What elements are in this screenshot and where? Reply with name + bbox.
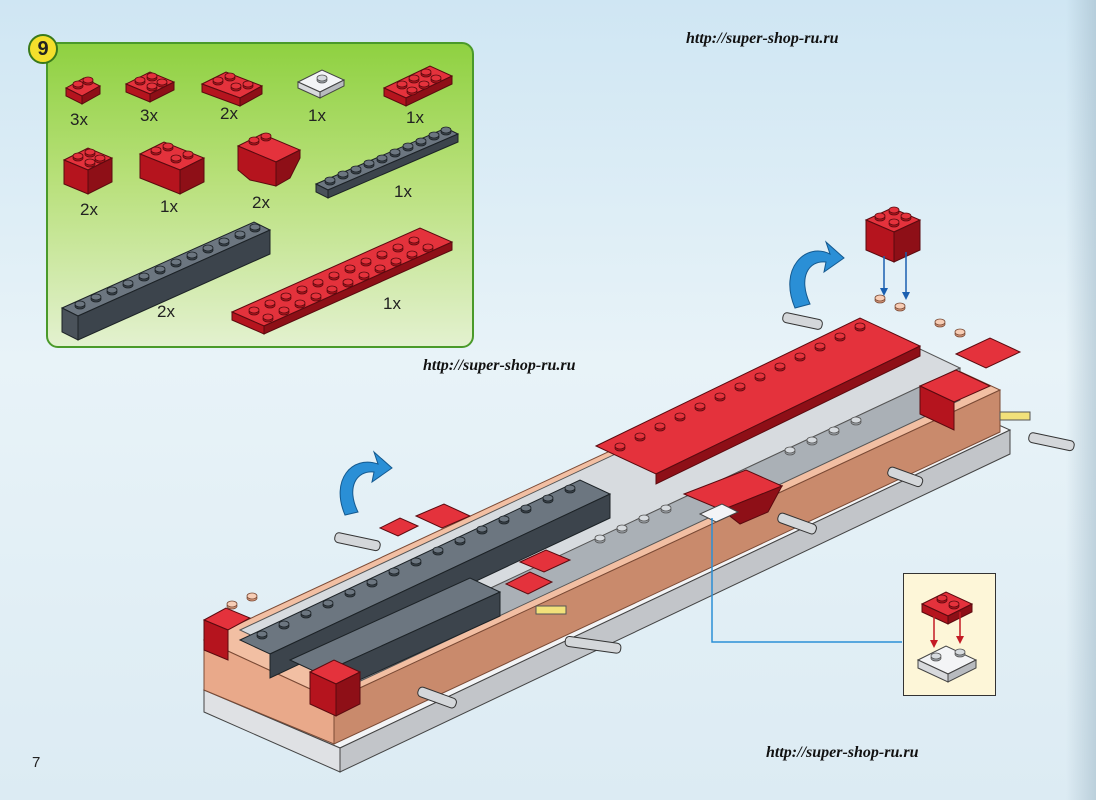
watermark-url-middle: http://super-shop-ru.ru bbox=[423, 357, 576, 374]
watermark-url-bottom: http://super-shop-ru.ru bbox=[766, 744, 919, 761]
main-assembly bbox=[202, 294, 1075, 773]
rotate-arrow-left bbox=[339, 450, 393, 516]
part-icon-red-long-plate bbox=[230, 227, 454, 335]
part-qty-5: 1x bbox=[406, 108, 424, 127]
part-qty-3: 2x bbox=[220, 104, 238, 123]
red-brick-being-added bbox=[864, 206, 922, 300]
watermark-url-top: http://super-shop-ru.ru bbox=[686, 30, 839, 47]
part-qty-9: 1x bbox=[394, 182, 412, 201]
part-qty-6: 2x bbox=[80, 200, 98, 219]
part-icon-red-brick-corner bbox=[138, 141, 206, 195]
part-icon-white-tile bbox=[296, 69, 346, 99]
part-qty-1: 3x bbox=[70, 110, 88, 129]
part-icon-red-brick-2x2 bbox=[62, 147, 114, 195]
part-qty-7: 1x bbox=[160, 197, 178, 216]
callout-line bbox=[711, 518, 902, 643]
part-icon-dark-gray-brick bbox=[60, 221, 272, 341]
part-icon-red-plate-2x4 bbox=[382, 65, 454, 107]
part-qty-10: 2x bbox=[157, 302, 175, 321]
part-icon-red-slope bbox=[236, 132, 302, 187]
step-number-badge: 9 bbox=[28, 34, 58, 64]
part-qty-4: 1x bbox=[308, 106, 326, 125]
part-qty-8: 2x bbox=[252, 193, 270, 212]
part-icon-red-plate-corner bbox=[200, 71, 264, 107]
part-qty-2: 3x bbox=[140, 106, 158, 125]
part-icon-red-plate-2x2 bbox=[124, 71, 176, 103]
part-icon-red-plate bbox=[64, 76, 102, 105]
page-edge-shadow bbox=[1066, 0, 1096, 800]
page-number: 7 bbox=[32, 754, 41, 771]
part-icon-dark-gray-plate bbox=[314, 126, 460, 199]
rotate-arrow-right bbox=[789, 240, 845, 309]
part-qty-11: 1x bbox=[383, 294, 401, 313]
